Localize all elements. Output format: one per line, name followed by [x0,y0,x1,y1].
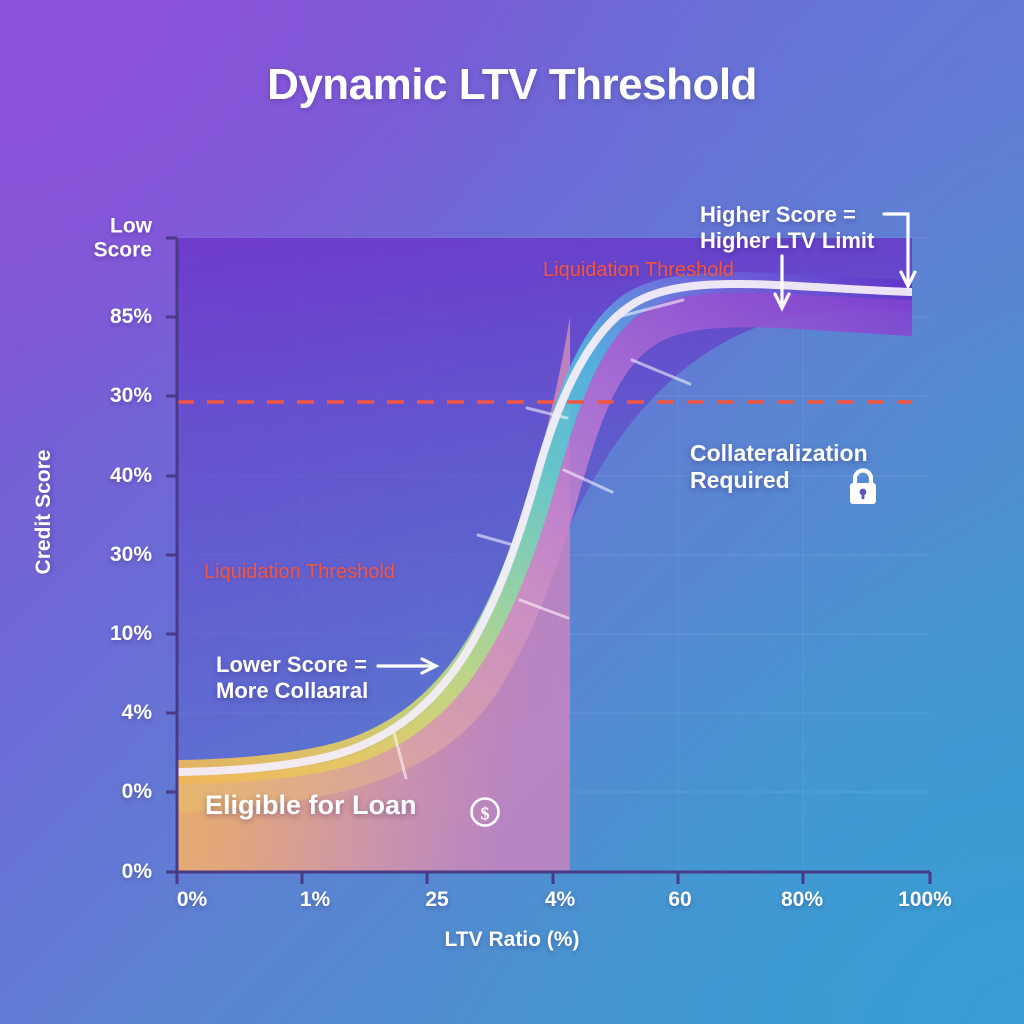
y-tick-label: 0% [121,860,152,884]
y-tick-label: 85% [109,305,152,329]
x-tick-2: 25 [425,888,449,911]
y-tick-label: 4% [121,701,152,725]
page-title: Dynamic LTV Threshold [267,60,757,109]
x-tick-5: 80% [780,888,824,911]
lock-icon [850,468,876,504]
threshold-curve-line [177,280,912,776]
annotation-line: More Collaяral [216,677,369,703]
svg-text:$: $ [481,804,490,824]
annotation-line: Higher Score = [700,202,856,227]
annotation-line: Collateralization [690,440,868,466]
threshold-label-top: Liquidation Threshold [543,259,734,281]
y-tick-label: 40% [109,464,152,488]
x-tick-4: 60 [668,888,692,911]
y-axis-label: Credit Score [32,449,55,575]
annotation-line: Higher LTV Limit [700,227,875,253]
x-tick-1: 1% [299,888,331,911]
y-tick-label: 30% [109,384,152,408]
annotation-line: Eligible for Loan [205,790,417,820]
y-tick-label: 30% [109,543,152,567]
annotation-line: Lower Score = [216,652,368,677]
y-axis-ticks [166,236,177,874]
y-tick-label: Low [110,214,152,238]
y-tick-label: 0% [121,780,152,804]
annotation-arrows [376,212,917,675]
annotation-collateralization: Collateralization Required [690,440,868,494]
annotation-higher-score: Higher Score = Higher LTV Limit [700,202,874,254]
y-tick-label: Score [93,238,152,261]
dollar-coin-icon: $ [470,797,500,827]
curve-band-lower [177,292,912,812]
area-under-curve [177,316,570,872]
y-tick-label: 10% [109,622,152,646]
x-tick-3: 4% [544,888,576,911]
x-axis-ticks [175,872,932,884]
annotation-lower-score: Lower Score = More Collaяral [216,652,368,704]
threshold-label-bottom: Liquidation Threshold [204,561,395,583]
x-axis-label: LTV Ratio (%) [444,928,580,951]
annotation-line: Required [690,467,790,494]
x-tick-0: 0% [176,888,208,911]
x-tick-6: 100% [898,888,952,911]
annotation-eligible-for-loan: Eligible for Loan [205,790,417,822]
